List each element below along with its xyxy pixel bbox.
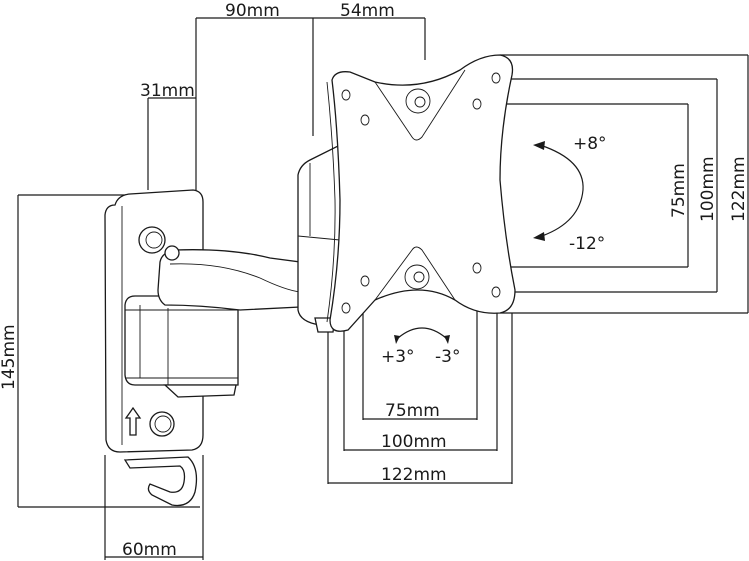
dim-vesa-v-122mm: 122mm (729, 156, 749, 222)
width-dimension-lines (104, 455, 204, 560)
vesa-vertical-lines (480, 54, 749, 314)
hinge-block (124, 295, 239, 398)
swing-arm (157, 245, 301, 311)
dim-vesa-h-75mm: 75mm (385, 401, 440, 421)
dim-vesa-v-75mm: 75mm (669, 163, 689, 218)
dim-90mm: 90mm (225, 1, 280, 21)
vesa-plate (326, 54, 516, 332)
dim-vesa-h-122mm: 122mm (381, 465, 447, 485)
swivel-right-label: -3° (435, 347, 460, 367)
swivel-arc-arrow (394, 327, 450, 344)
dim-60mm: 60mm (122, 540, 177, 560)
tilt-up-label: +8° (573, 134, 607, 154)
vesa-horizontal-lines (327, 275, 513, 484)
up-arrow-icon (124, 406, 142, 436)
offset-dimension-lines (147, 97, 196, 190)
swivel-left-label: +3° (381, 347, 415, 367)
top-dimension-lines (195, 17, 426, 200)
tilt-arc-arrow (533, 141, 584, 241)
dim-vesa-h-100mm: 100mm (381, 432, 447, 452)
dim-vesa-v-100mm: 100mm (698, 156, 718, 222)
hook (123, 456, 198, 507)
dim-145mm: 145mm (0, 324, 19, 390)
dim-31mm: 31mm (140, 81, 195, 101)
dim-54mm: 54mm (340, 1, 395, 21)
tilt-down-label: -12° (569, 234, 605, 254)
